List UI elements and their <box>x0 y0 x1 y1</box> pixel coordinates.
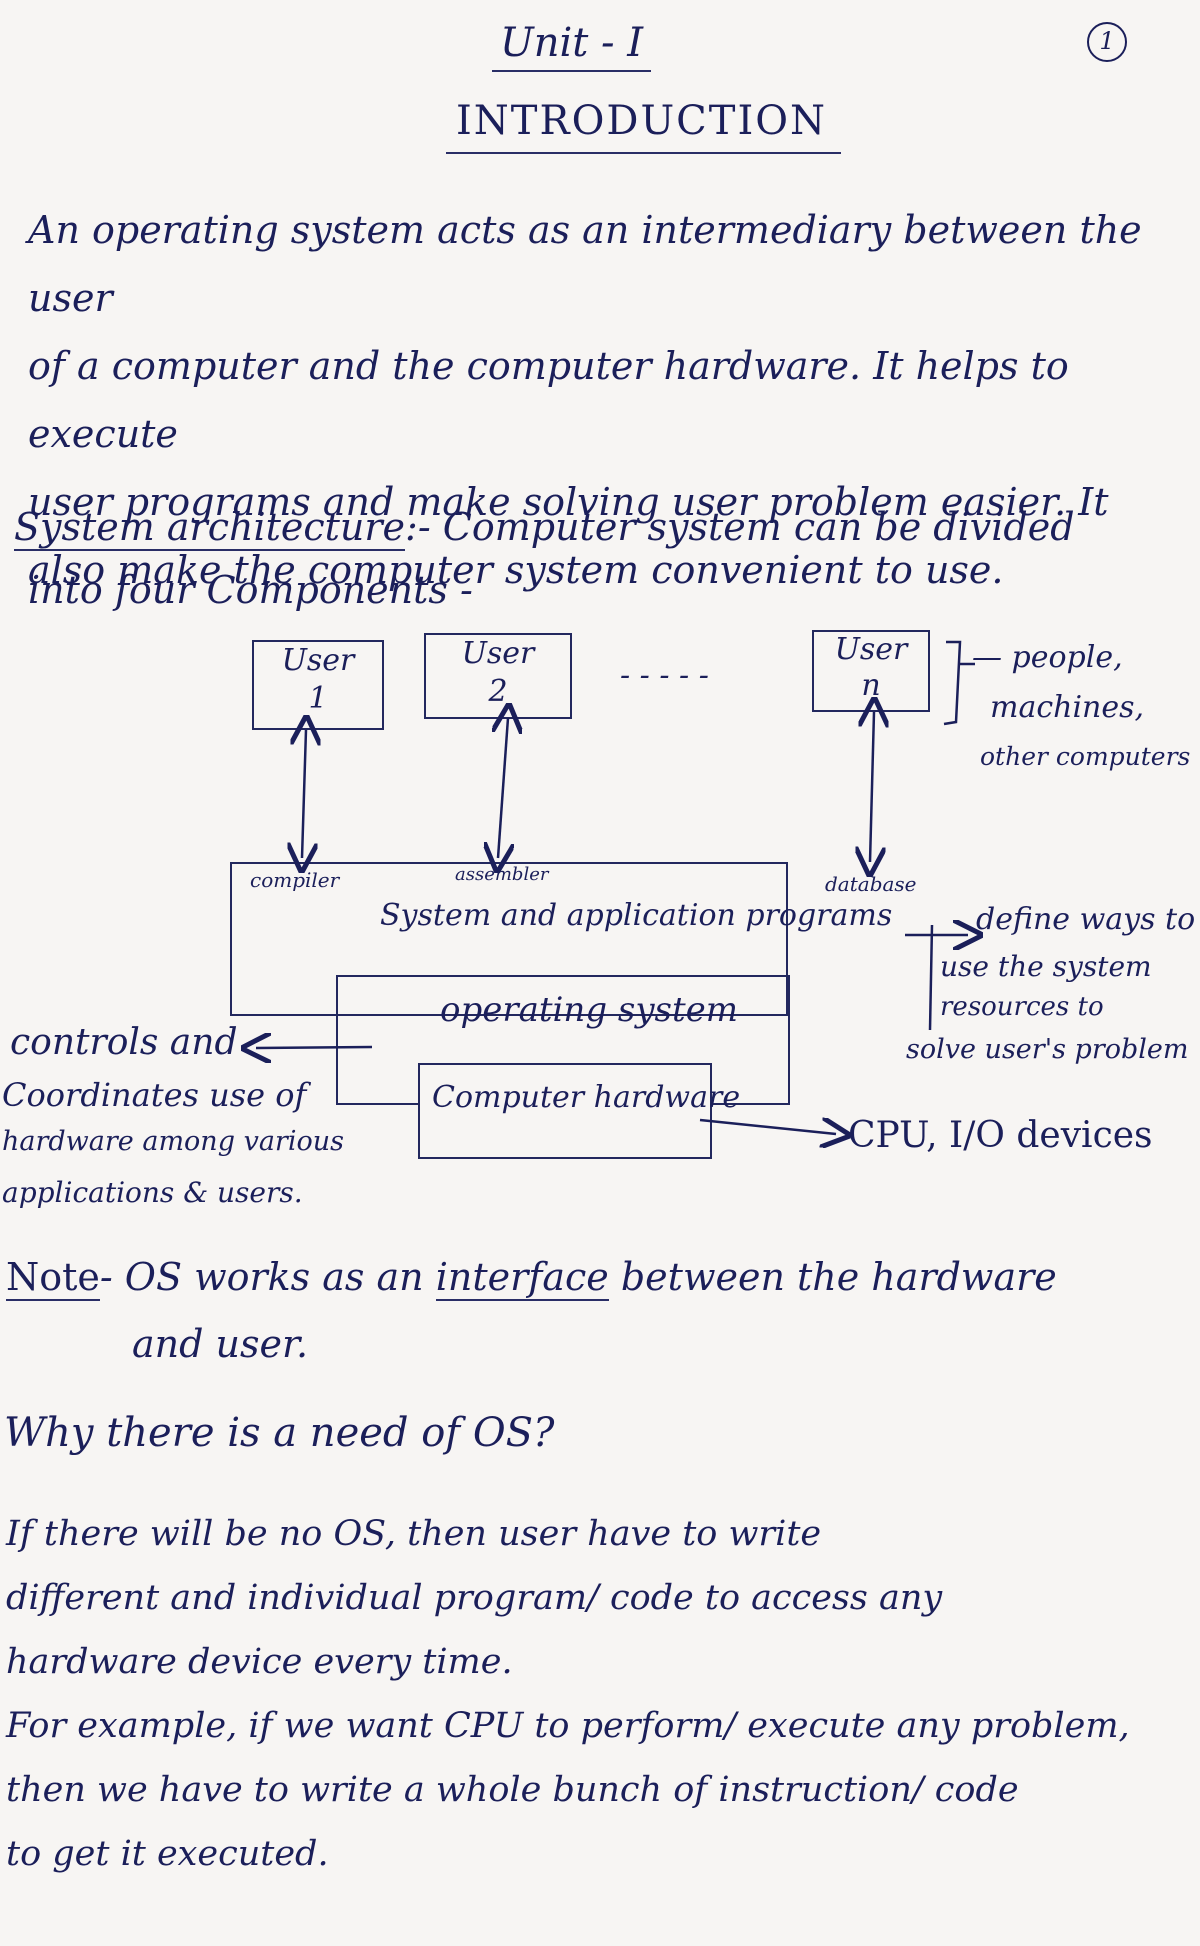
intro-line: An operating system acts as an intermedi… <box>28 208 1142 320</box>
why-question: Why there is a need of OS? <box>4 1410 555 1456</box>
user2-arrow <box>498 718 508 858</box>
user-box-label: User <box>834 632 908 667</box>
why-line: If there will be no OS, then user have t… <box>6 1514 822 1554</box>
user-box-number: 1 <box>308 681 328 716</box>
page-title: INTRODUCTION <box>446 98 842 154</box>
users-note-line: — people, <box>972 640 1123 675</box>
os-note-line: Coordinates use of <box>2 1076 307 1114</box>
intro-line: of a computer and the computer hardware.… <box>28 344 1069 456</box>
app-note-line: resources to <box>940 992 1104 1022</box>
architecture-line2: into four Components - <box>28 568 473 612</box>
app-note-bracket <box>928 924 934 1031</box>
user-box-label: User <box>461 636 535 671</box>
hardware-layer-label: Computer hardware <box>432 1080 741 1115</box>
intro-line: user programs and make solving user prob… <box>28 480 1109 524</box>
os-layer-label: operating system <box>440 990 739 1030</box>
users-ellipsis: - - - - - <box>620 658 709 693</box>
architecture-heading-suffix: :- Computer system can be divided <box>405 505 1075 549</box>
hardware-note: CPU, I/O devices <box>848 1115 1153 1156</box>
page-number: 1 <box>1087 22 1127 62</box>
architecture-heading-row: System architecture:- Computer system ca… <box>14 505 1075 551</box>
app-note-line: use the system <box>940 950 1152 983</box>
architecture-heading: System architecture <box>14 505 406 551</box>
app-note-line: define ways to <box>976 902 1196 937</box>
why-line: For example, if we want CPU to perform/ … <box>6 1706 1130 1746</box>
users-note-line: other computers <box>980 742 1191 771</box>
note-line2: and user. <box>132 1322 309 1366</box>
os-note-line: hardware among various <box>2 1126 344 1157</box>
user-box-n: User n <box>812 630 930 712</box>
note-row: Note- OS works as an interface between t… <box>6 1255 1057 1301</box>
note-text-before: - OS works as an <box>99 1255 424 1299</box>
note-underlined: interface <box>435 1255 609 1301</box>
unit-heading: Unit - I <box>492 20 652 72</box>
users-note-line: machines, <box>990 690 1145 725</box>
why-paragraph: If there will be no OS, then user have t… <box>6 1502 1196 1886</box>
hw-note-arrow <box>699 1120 836 1134</box>
user1-arrow <box>302 730 306 858</box>
why-line: then we have to write a whole bunch of i… <box>6 1770 1019 1810</box>
usern-arrow <box>870 712 874 862</box>
user-box-number: 2 <box>488 674 508 709</box>
hardware-layer <box>418 1063 712 1159</box>
user-box-number: n <box>861 668 881 703</box>
why-line: to get it executed. <box>6 1834 329 1874</box>
os-note-line: applications & users. <box>2 1176 303 1209</box>
app-layer-label: System and application programs <box>380 898 893 933</box>
users-bracket <box>943 640 962 726</box>
user-box-label: User <box>281 643 355 678</box>
why-line: different and individual program/ code t… <box>6 1578 943 1618</box>
why-line: hardware device every time. <box>6 1642 513 1682</box>
app-note-line: solve user's problem <box>906 1034 1189 1065</box>
intro-line: also make the computer system convenient… <box>28 548 1004 592</box>
note-label: Note <box>6 1255 100 1301</box>
note-text-after: between the hardware <box>620 1255 1057 1299</box>
os-note-line: controls and <box>10 1022 238 1063</box>
os-note-arrow <box>256 1047 373 1048</box>
user-box-2: User 2 <box>424 633 572 719</box>
tool-assembler: assembler <box>455 864 549 885</box>
intro-paragraph: An operating system acts as an intermedi… <box>28 196 1188 604</box>
